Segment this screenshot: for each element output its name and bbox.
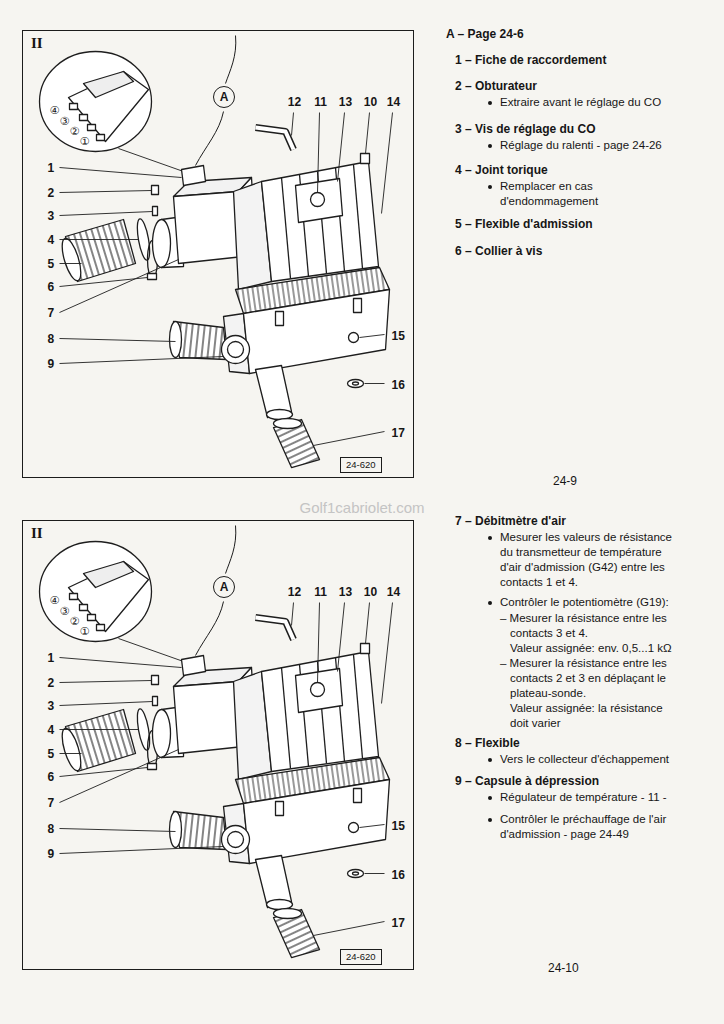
bullet-dot xyxy=(488,185,492,189)
sub-step: – Mesurer la résistance entre les contac… xyxy=(500,611,680,641)
callout-number: 9 xyxy=(48,357,55,371)
item-note: Régulateur de température - 11 - xyxy=(500,790,680,805)
callout-number: 16 xyxy=(392,868,405,882)
pin-number: ① xyxy=(80,135,90,148)
bullet-dot xyxy=(488,796,492,800)
page-number: 24-9 xyxy=(553,474,577,488)
callout-number: 16 xyxy=(392,378,405,392)
pin-number: ① xyxy=(80,625,90,638)
callout-number: 7 xyxy=(48,796,55,810)
bullet-dot xyxy=(488,818,492,822)
sub-step: – Mesurer la résistance entre les contac… xyxy=(500,656,680,701)
item-heading: 1 – Fiche de raccordement xyxy=(455,53,606,68)
page-number: 24-10 xyxy=(548,961,579,975)
item-heading: 8 – Flexible xyxy=(455,736,520,751)
pin-number: ③ xyxy=(60,115,70,128)
bullet-dot xyxy=(488,601,492,605)
watermark: Golf1cabriolet.com xyxy=(299,499,424,517)
callout-number: 15 xyxy=(392,329,405,343)
item-note: Mesurer les valeurs de résistance du tra… xyxy=(500,530,680,590)
pin-number: ② xyxy=(70,615,80,628)
callout-number: 10 xyxy=(364,585,377,599)
pin-number: ④ xyxy=(50,104,60,117)
callout-number: 8 xyxy=(48,822,55,836)
figure-top xyxy=(40,36,393,468)
callout-number: 2 xyxy=(48,676,55,690)
figure-ref: 24-620 xyxy=(346,951,376,962)
callout-number: 14 xyxy=(387,95,400,109)
item-heading: 4 – Joint torique xyxy=(455,163,548,178)
item-note: Remplacer en cas d'endommagement xyxy=(500,179,680,209)
callout-number: 15 xyxy=(392,819,405,833)
callout-number: 14 xyxy=(387,585,400,599)
item-heading: 3 – Vis de réglage du CO xyxy=(455,122,596,137)
figure-frame: II A 24-620 xyxy=(22,520,414,970)
callout-number: 9 xyxy=(48,847,55,861)
callout-number: 2 xyxy=(48,186,55,200)
item-heading: 5 – Flexible d'admission xyxy=(455,217,593,232)
callout-number: 17 xyxy=(392,916,405,930)
callout-number: 1 xyxy=(48,651,55,665)
callout-number: 3 xyxy=(48,209,55,223)
reference-letter: A xyxy=(220,581,229,593)
figure-frame: II A 24-620 xyxy=(22,30,414,478)
item-note: Contrôler le potentiomètre (G19): xyxy=(500,595,680,610)
callout-number: 10 xyxy=(364,95,377,109)
callout-number: 6 xyxy=(48,280,55,294)
figure-bottom xyxy=(40,526,393,958)
item-heading: 7 – Débitmètre d'air xyxy=(455,514,566,529)
callout-number: 6 xyxy=(48,770,55,784)
callout-number: 13 xyxy=(339,585,352,599)
figure-ref-box: 24-620 xyxy=(340,949,382,965)
callout-number: 17 xyxy=(392,426,405,440)
item-note: Vers le collecteur d'échappement xyxy=(500,752,680,767)
bullet-dot xyxy=(488,144,492,148)
callout-number: 7 xyxy=(48,306,55,320)
callout-number: 1 xyxy=(48,161,55,175)
item-heading: 6 – Collier à vis xyxy=(455,244,542,259)
bullet-dot xyxy=(488,101,492,105)
callout-number: 5 xyxy=(48,257,55,271)
pin-number: ③ xyxy=(60,605,70,618)
pin-number: ② xyxy=(70,125,80,138)
item-note: Extraire avant le réglage du CO xyxy=(500,95,680,110)
callout-number: 13 xyxy=(339,95,352,109)
callout-number: 11 xyxy=(314,95,327,109)
figure-number: II xyxy=(23,521,413,542)
item-heading: 2 – Obturateur xyxy=(455,79,537,94)
figure-number: II xyxy=(23,31,413,52)
item-heading: A – Page 24-6 xyxy=(446,27,524,42)
reference-circle: A xyxy=(213,576,235,598)
callout-number: 3 xyxy=(48,699,55,713)
item-note: Contrôler le préchauffage de l'air d'adm… xyxy=(500,812,680,842)
item-note: Réglage du ralenti - page 24-26 xyxy=(500,138,680,153)
item-heading: 9 – Capsule à dépression xyxy=(455,774,599,789)
bullet-dot xyxy=(488,758,492,762)
bullet-dot xyxy=(488,536,492,540)
reference-letter: A xyxy=(220,91,229,103)
callout-number: 12 xyxy=(288,95,301,109)
sub-value: Valeur assignée: la résistance doit vari… xyxy=(510,701,680,731)
reference-circle: A xyxy=(213,86,235,108)
callout-number: 12 xyxy=(288,585,301,599)
callout-number: 11 xyxy=(314,585,327,599)
figure-ref: 24-620 xyxy=(346,459,376,470)
callout-number: 4 xyxy=(48,233,55,247)
pin-number: ④ xyxy=(50,594,60,607)
figure-ref-box: 24-620 xyxy=(340,457,382,473)
callout-number: 8 xyxy=(48,332,55,346)
sub-value: Valeur assignée: env. 0,5...1 kΩ xyxy=(510,641,680,656)
callout-number: 4 xyxy=(48,723,55,737)
callout-number: 5 xyxy=(48,747,55,761)
